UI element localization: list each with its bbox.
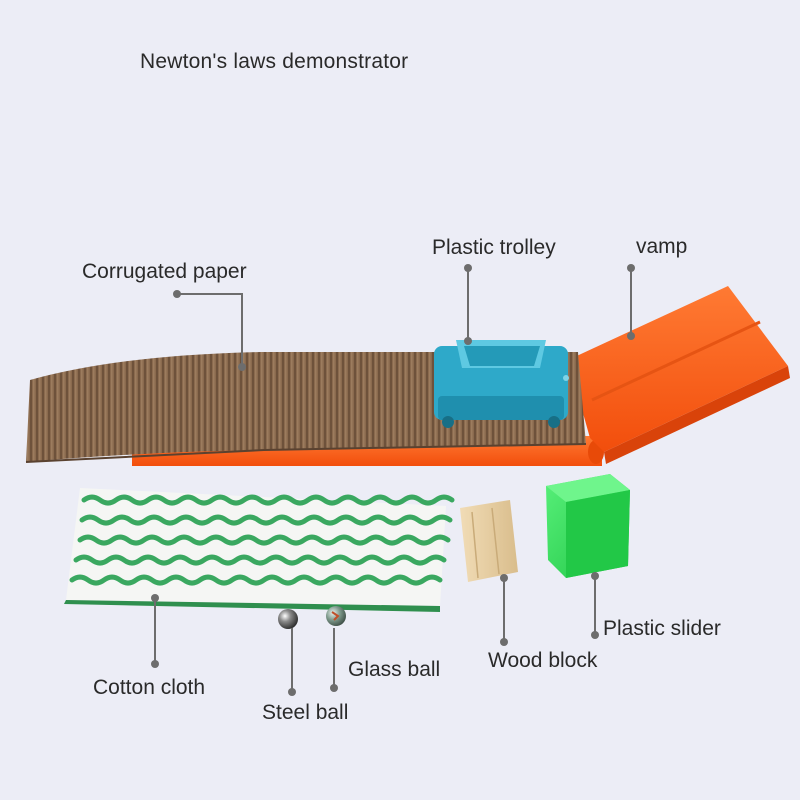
label-corrugated-paper: Corrugated paper [82, 260, 247, 283]
plastic-slider [546, 474, 630, 578]
leader-lines [154, 268, 632, 692]
page-title: Newton's laws demonstrator [140, 50, 409, 73]
label-cotton-cloth: Cotton cloth [93, 676, 206, 699]
vamp-ramp [568, 286, 790, 464]
steel-ball [278, 609, 298, 629]
leader-dots [151, 264, 635, 696]
wood-block [460, 500, 518, 582]
label-vamp: vamp [636, 235, 688, 258]
label-plastic-slider: Plastic slider [603, 617, 721, 640]
plastic-trolley [434, 340, 569, 428]
label-wood-block: Wood block [488, 649, 598, 672]
cotton-cloth [64, 488, 455, 612]
label-glass-ball: Glass ball [348, 658, 441, 681]
label-steel-ball: Steel ball [262, 701, 349, 724]
label-plastic-trolley: Plastic trolley [432, 236, 556, 259]
glass-ball [326, 606, 346, 626]
